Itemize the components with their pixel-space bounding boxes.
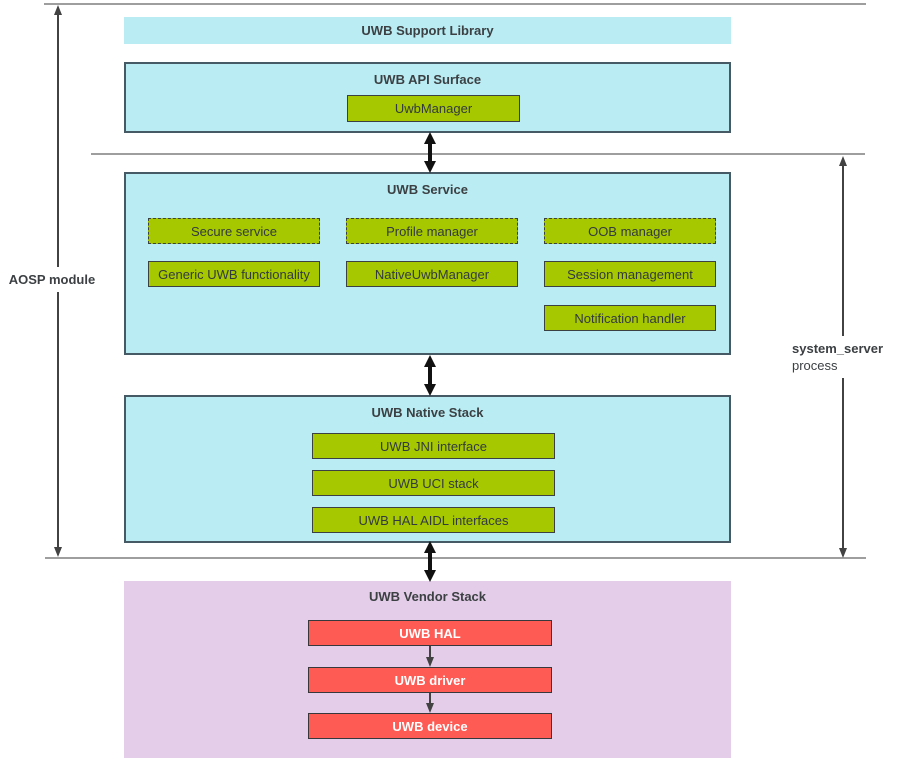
- uwb-service-title: UWB Service: [387, 182, 468, 197]
- uwb-vendor-stack-box: UWB Vendor Stack UWB HAL UWB driver UWB …: [124, 581, 731, 758]
- uwb-jni-interface-box: UWB JNI interface: [312, 433, 555, 459]
- uwb-service-box: UWB Service Secure service Profile manag…: [124, 172, 731, 355]
- system-server-process-label: system_server process: [789, 336, 887, 378]
- arrow-up-icon: [54, 5, 62, 15]
- arrow-shaft: [429, 646, 431, 660]
- arrow-down-icon: [424, 570, 436, 582]
- aosp-module-label: AOSP module: [6, 267, 98, 292]
- uwb-uci-stack-box: UWB UCI stack: [312, 470, 555, 496]
- uwb-hal-aidl-interfaces-box: UWB HAL AIDL interfaces: [312, 507, 555, 533]
- session-management-box: Session management: [544, 261, 716, 287]
- process-label: process: [792, 358, 838, 373]
- arrow-down-icon: [426, 657, 434, 667]
- uwb-support-library-box: UWB Support Library: [124, 17, 731, 44]
- oob-manager-box: OOB manager: [544, 218, 716, 244]
- driver-to-device-arrow-icon: [425, 693, 435, 713]
- api-to-service-arrow-icon: [423, 132, 437, 173]
- arrow-shaft: [428, 550, 432, 573]
- arrow-down-icon: [839, 548, 847, 558]
- arrow-up-icon: [424, 355, 436, 367]
- uwbmanager-box: UwbManager: [347, 95, 520, 122]
- native-to-vendor-arrow-icon: [423, 541, 437, 582]
- hal-to-driver-arrow-icon: [425, 646, 435, 667]
- uwb-api-surface-box: UWB API Surface UwbManager: [124, 62, 731, 133]
- uwb-vendor-stack-title: UWB Vendor Stack: [368, 589, 487, 604]
- arrow-shaft: [429, 693, 431, 706]
- uwb-native-stack-box: UWB Native Stack UWB JNI interface UWB U…: [124, 395, 731, 543]
- system-server-label: system_server: [792, 341, 884, 356]
- uwb-device-box: UWB device: [308, 713, 552, 739]
- notification-handler-box: Notification handler: [544, 305, 716, 331]
- uwb-native-stack-title: UWB Native Stack: [371, 405, 484, 420]
- uwb-driver-box: UWB driver: [308, 667, 552, 693]
- arrow-shaft: [428, 141, 432, 164]
- vendor-boundary-line: [45, 557, 866, 559]
- app-boundary-line: [44, 3, 866, 5]
- arrow-down-icon: [426, 703, 434, 713]
- native-uwb-manager-box: NativeUwbManager: [346, 261, 518, 287]
- uwb-api-surface-title: UWB API Surface: [373, 72, 482, 87]
- arrow-up-icon: [839, 156, 847, 166]
- uwb-hal-box: UWB HAL: [308, 620, 552, 646]
- system-server-boundary-line: [91, 153, 865, 155]
- arrow-up-icon: [424, 541, 436, 553]
- generic-uwb-functionality-box: Generic UWB functionality: [148, 261, 320, 287]
- secure-service-box: Secure service: [148, 218, 320, 244]
- arrow-down-icon: [424, 384, 436, 396]
- profile-manager-box: Profile manager: [346, 218, 518, 244]
- uwb-support-library-title: UWB Support Library: [361, 23, 494, 38]
- arrow-down-icon: [54, 547, 62, 557]
- arrow-up-icon: [424, 132, 436, 144]
- service-to-native-arrow-icon: [423, 355, 437, 396]
- arrow-shaft: [428, 364, 432, 387]
- arrow-down-icon: [424, 161, 436, 173]
